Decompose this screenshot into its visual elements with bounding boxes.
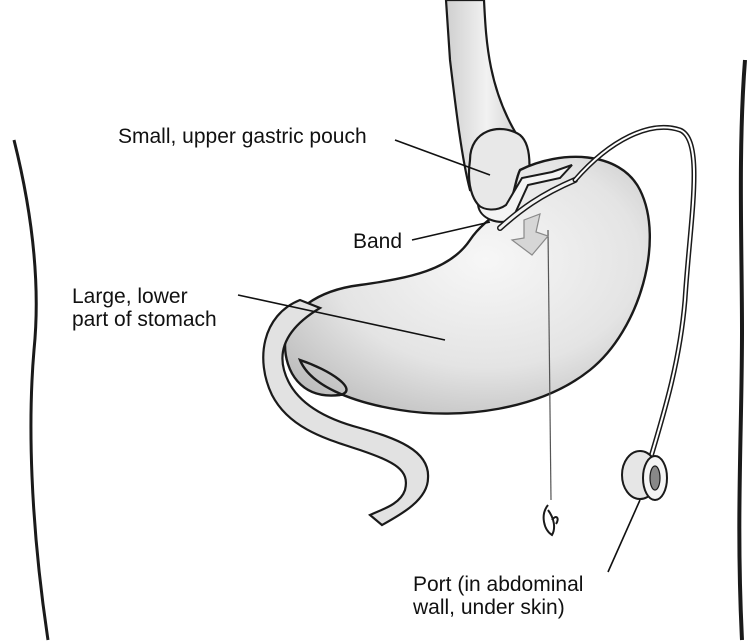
stomach-lower — [285, 157, 650, 414]
label-port-line1: Port (in abdominal — [413, 573, 583, 596]
body-outline-left — [14, 140, 48, 640]
navel — [544, 505, 558, 535]
label-lower-stomach-line2: part of stomach — [72, 308, 217, 331]
label-lower-stomach: Large, lower part of stomach — [72, 285, 217, 331]
leader-port — [608, 500, 640, 572]
access-port — [622, 451, 667, 500]
label-port-line2: wall, under skin) — [413, 596, 583, 619]
label-upper-gastric-pouch: Small, upper gastric pouch — [118, 125, 367, 148]
label-port: Port (in abdominal wall, under skin) — [413, 573, 583, 619]
label-band: Band — [353, 230, 402, 253]
label-lower-stomach-line1: Large, lower — [72, 285, 217, 308]
body-outline-right — [739, 60, 745, 640]
